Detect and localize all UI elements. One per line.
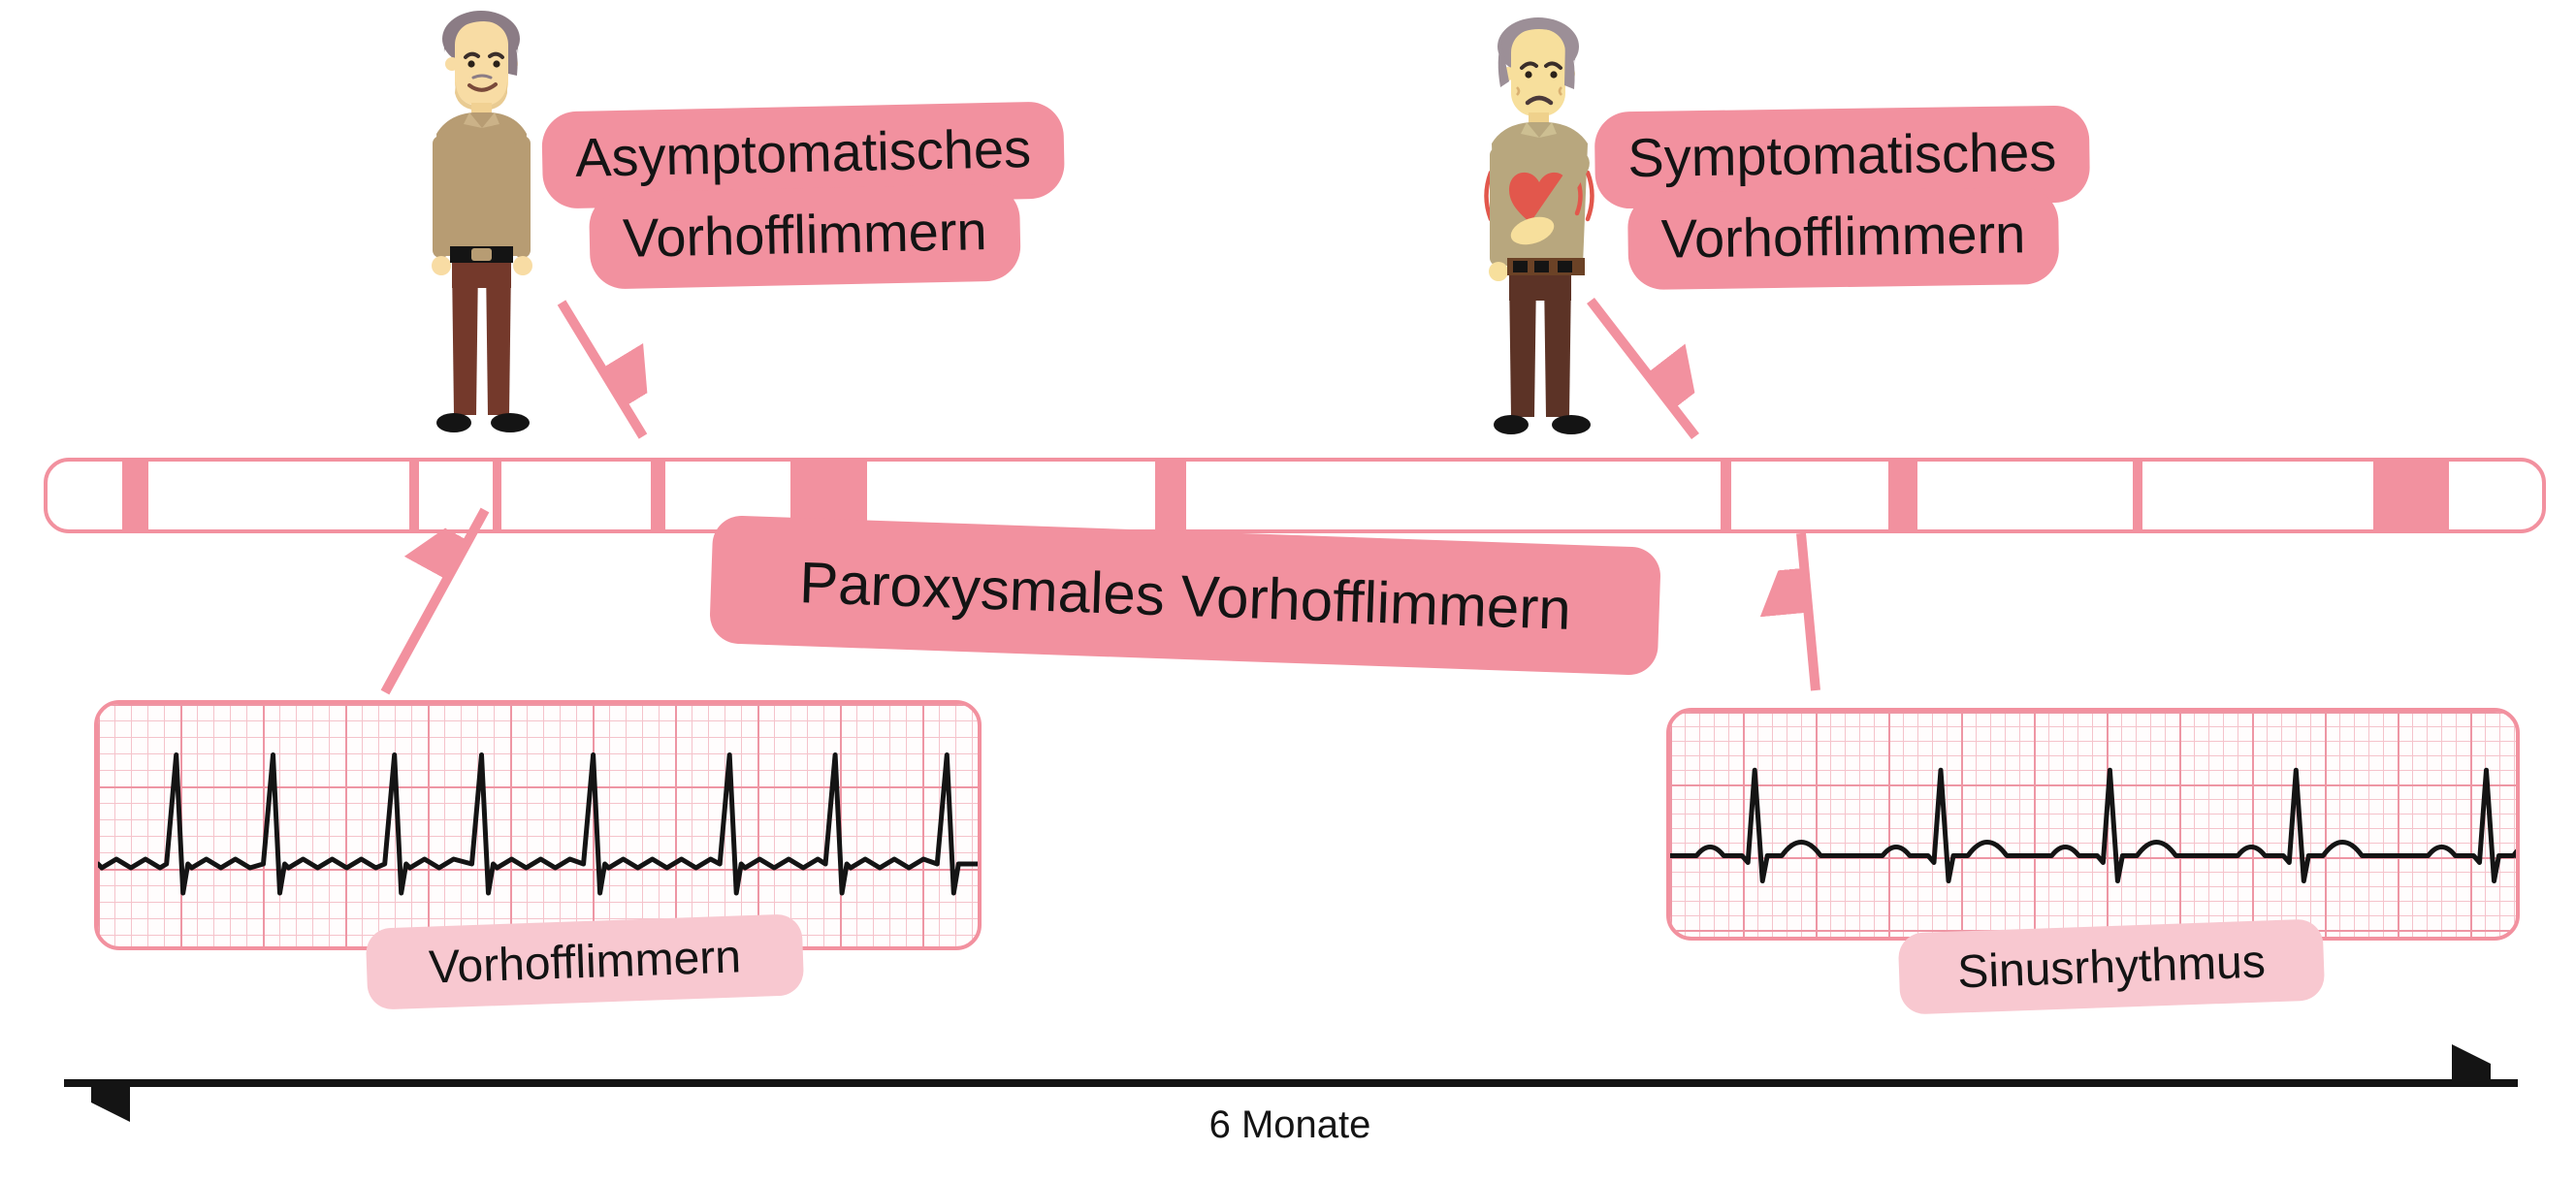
ecg-grid-paper xyxy=(1670,712,2516,937)
asymptomatic-af-label-line2: Vorhofflimmern xyxy=(589,183,1021,290)
duration-label: 6 Monate xyxy=(1208,1103,1371,1146)
af-episode-segment xyxy=(2373,462,2449,529)
af-episode-segment xyxy=(1888,462,1917,529)
paroxysmal-af-banner: Paroxysmales Vorhofflimmern xyxy=(708,514,1662,677)
af-episode-segment xyxy=(493,462,502,529)
af-episode-segment xyxy=(2133,462,2143,529)
ecg-trace-atrial-fibrillation xyxy=(98,752,978,896)
symptomatic-patient-illustration xyxy=(1484,17,1594,434)
arrow-af-ecg-to-timeline xyxy=(380,507,490,695)
symptomatic-af-label-line2: Vorhofflimmern xyxy=(1627,186,2060,291)
asymptomatic-af-label: Asymptomatisches Vorhofflimmern xyxy=(541,101,1067,290)
ecg-trace-sinus-rhythm xyxy=(1670,767,2516,883)
symptomatic-af-label: Symptomatisches Vorhofflimmern xyxy=(1594,105,2091,291)
asymptomatic-patient-illustration xyxy=(432,11,532,432)
af-episode-segment xyxy=(408,462,420,529)
af-episode-segment xyxy=(1720,462,1732,529)
ecg-strip-atrial-fibrillation xyxy=(94,700,982,950)
vorhofflimmern-tag: Vorhofflimmern xyxy=(365,913,805,1010)
ecg-strip-sinus-rhythm xyxy=(1666,708,2520,941)
af-episode-segment xyxy=(651,462,665,529)
af-episode-segment xyxy=(122,462,149,529)
six-month-timeline-bar xyxy=(44,458,2546,533)
sinusrhythmus-tag: Sinusrhythmus xyxy=(1897,918,2326,1015)
af-episode-segment xyxy=(1154,462,1187,529)
arrow-sinus-ecg-to-timeline xyxy=(1801,532,1820,691)
arrow-asymptomatic-to-timeline xyxy=(557,300,643,439)
